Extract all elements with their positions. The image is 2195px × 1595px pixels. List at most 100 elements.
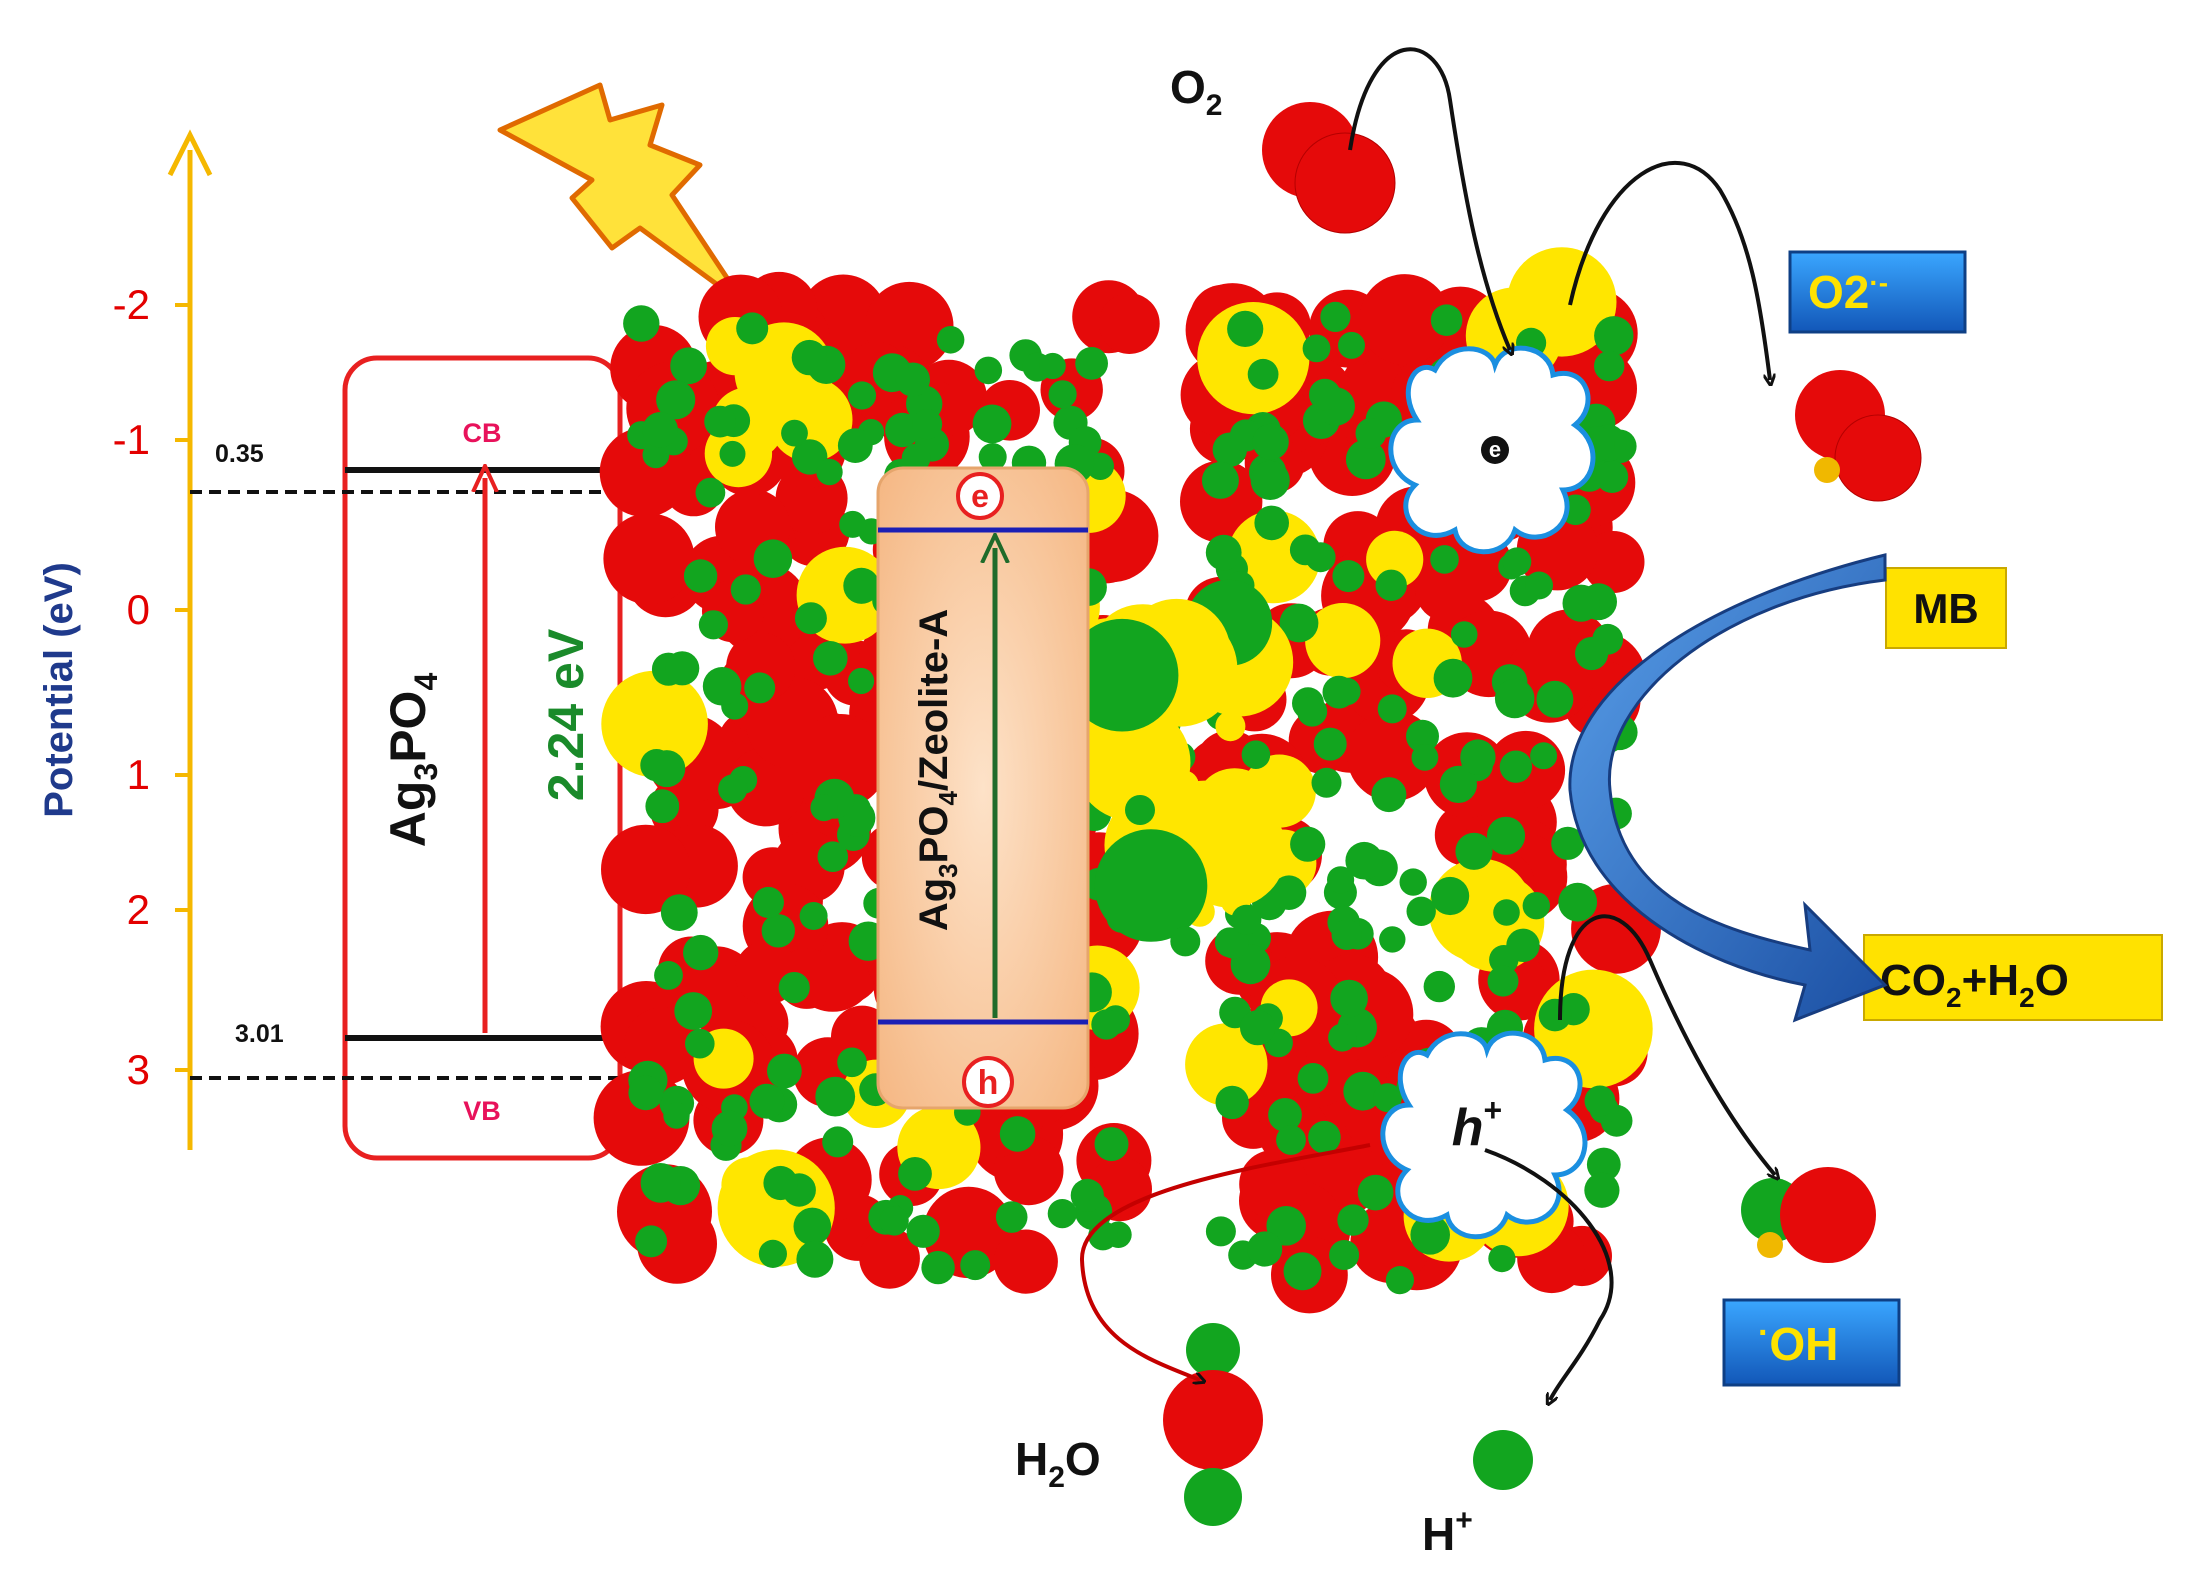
material-label: Ag3PO4 <box>380 673 444 848</box>
zeolite-atom <box>1525 571 1553 600</box>
products-box: CO2+H2O <box>1863 934 2163 1021</box>
zeolite-atom <box>1215 711 1246 742</box>
zeolite-atom <box>1309 378 1341 411</box>
zeolite-atom <box>879 1206 909 1236</box>
zeolite-atom <box>1493 899 1520 926</box>
axis-tick-label: -1 <box>113 416 150 463</box>
axis-tick-label: -2 <box>113 281 150 328</box>
light-bolt-icon <box>497 82 748 308</box>
zeolite-atom <box>1522 892 1551 920</box>
zeolite-atom <box>1551 826 1585 860</box>
zeolite-atom <box>1486 816 1526 855</box>
band-gap-label: 2.24 eV <box>538 628 594 801</box>
axis-tick-label: 2 <box>127 886 150 933</box>
zeolite-atom <box>1215 1085 1249 1120</box>
zeolite-atom <box>847 381 877 410</box>
axis-label: Potential (eV) <box>37 562 81 818</box>
zeolite-atom <box>1410 1215 1450 1255</box>
vb-label: VB <box>463 1096 501 1126</box>
zeolite-atom <box>1415 556 1481 622</box>
zeolite-atom <box>1254 505 1289 541</box>
zeolite-atom <box>1329 1240 1360 1270</box>
zeolite-atom <box>635 1225 668 1258</box>
zeolite-atom <box>1332 560 1365 593</box>
zeolite-atom <box>1345 439 1386 480</box>
zeolite-atom <box>906 1214 940 1248</box>
zeolite-atom <box>711 1110 748 1147</box>
zeolite-atom <box>1594 316 1634 356</box>
zeolite-atom <box>1366 530 1424 589</box>
zeolite-atom <box>1584 1085 1616 1117</box>
zeolite-atom <box>637 1203 717 1284</box>
svg-text:O2·-: O2·- <box>1808 266 1888 318</box>
zeolite-atom <box>645 789 680 824</box>
zeolite-atom <box>640 1163 681 1203</box>
composite-hole-badge <box>962 1056 1014 1108</box>
composite-electron: e <box>971 478 989 514</box>
zeolite-atom <box>921 1250 955 1285</box>
zeolite-atom <box>972 404 1012 444</box>
zeolite-atom <box>794 602 827 635</box>
zeolite-atom <box>752 886 785 919</box>
zeolite-atom <box>758 1239 788 1268</box>
zeolite-atom <box>656 380 696 420</box>
zeolite-atom <box>898 1157 932 1191</box>
zeolite-atom <box>744 672 776 704</box>
zeolite-atom <box>683 934 719 971</box>
zeolite-atom <box>753 539 793 578</box>
cb-value: 0.35 <box>215 440 264 468</box>
zeolite-atom <box>993 1229 1058 1294</box>
zeolite-atom <box>822 1126 854 1158</box>
zeolite-atom <box>767 1053 802 1089</box>
zeolite-atom <box>1180 460 1263 543</box>
zeolite-atom <box>628 1075 664 1111</box>
zeolite-atom <box>1125 795 1155 825</box>
zeolite-atom <box>1331 919 1363 950</box>
water-label: H2O <box>1015 1433 1101 1494</box>
zeolite-atom <box>1308 1120 1341 1154</box>
zeolite-atom <box>843 567 880 604</box>
zeolite-atom <box>1311 767 1342 798</box>
zeolite-atom <box>1406 896 1436 926</box>
zeolite-atom <box>1320 301 1351 332</box>
zeolite-atom <box>1439 765 1477 804</box>
zeolite-atom <box>1297 1063 1329 1094</box>
zeolite-atom <box>1584 1172 1620 1208</box>
zeolite-atom <box>1266 1206 1306 1246</box>
zeolite-atom <box>960 1250 991 1281</box>
zeolite-atom <box>1075 347 1108 380</box>
zeolite-atom <box>999 1116 1036 1152</box>
superoxide-box: O2·- <box>1788 250 1967 334</box>
vb-value: 3.01 <box>235 1020 284 1048</box>
zeolite-atom <box>799 902 828 930</box>
zeolite-atom <box>1494 678 1535 719</box>
zeolite-atom <box>813 641 848 676</box>
zeolite-atom <box>1098 293 1160 354</box>
proton-atom <box>1473 1430 1533 1490</box>
zeolite-atom <box>1423 970 1456 1003</box>
zeolite-atom <box>793 714 888 808</box>
degradation-arrow <box>1568 553 1888 1023</box>
zeolite-atom <box>1536 680 1574 718</box>
zeolite-atom <box>1595 460 1629 493</box>
zeolite-atom <box>623 305 660 342</box>
zeolite-atom <box>1538 998 1572 1032</box>
ag3po4-band-diagram: CB VB 0.35 3.01 Ag3PO4 2.24 eV <box>190 355 623 1161</box>
zeolite-atom <box>603 513 695 605</box>
zeolite-atom <box>642 412 678 448</box>
zeolite-atom <box>1088 1221 1118 1251</box>
zeolite-atom <box>1499 750 1533 783</box>
zeolite-atom <box>1489 945 1519 975</box>
reaction-arrows <box>1348 47 1775 1400</box>
hole-cloud: h+ <box>1380 1030 1588 1240</box>
zeolite-atom <box>1558 882 1598 922</box>
zeolite-atom <box>1065 618 1179 732</box>
zeolite-atom <box>1227 310 1264 347</box>
water-molecule <box>1163 1323 1263 1526</box>
zeolite-atom <box>1575 636 1609 671</box>
zeolite-atom <box>1450 621 1478 648</box>
zeolite-atom <box>1406 719 1439 753</box>
zeolite-atom <box>1240 1010 1276 1046</box>
zeolite-atom <box>698 610 729 640</box>
